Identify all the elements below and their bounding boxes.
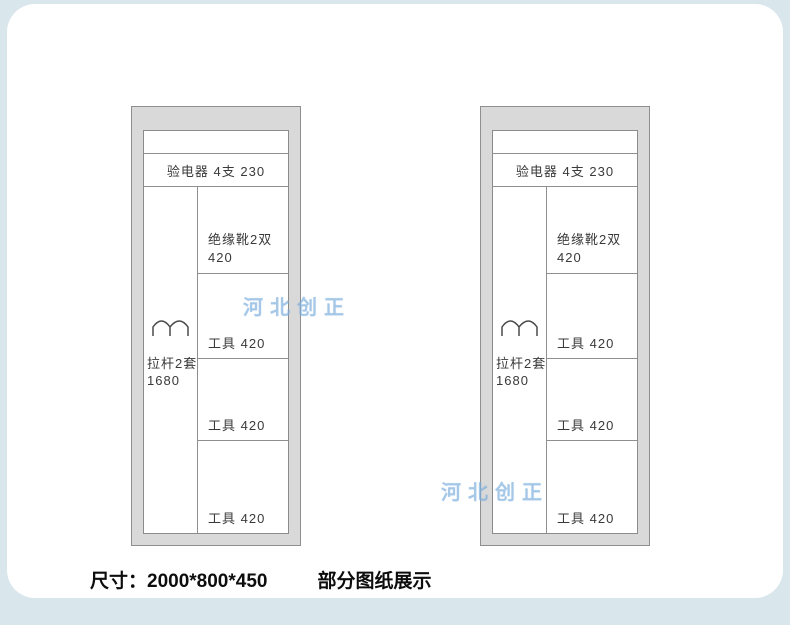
pull-rod-hook-icon: [151, 314, 190, 336]
tool-compartment: 工具 420: [198, 441, 288, 533]
dimensions-text: 尺寸：2000*800*450: [90, 571, 268, 592]
electroscope-shelf-label: 验电器 4支 230: [493, 154, 637, 187]
tool-compartment: 工具 420: [198, 274, 288, 359]
pull-rod-compartment: 拉杆2套 1680: [493, 187, 547, 533]
pull-rod-dimension: 1680: [496, 373, 529, 388]
note-text: 部分图纸展示: [317, 571, 432, 592]
boots-label: 绝缘靴2双: [557, 231, 622, 247]
cabinet-body: 拉杆2套 1680 绝缘靴2双 420 工具 420 工具 420: [493, 187, 637, 533]
boots-label: 绝缘靴2双: [208, 231, 273, 247]
tool-label: 工具 420: [557, 511, 615, 526]
pull-rod-name: 拉杆2套: [147, 356, 198, 371]
pull-rod-dimension: 1680: [147, 373, 180, 388]
tool-compartment: 工具 420: [547, 441, 637, 533]
boots-dimension: 420: [557, 249, 582, 265]
right-compartments: 绝缘靴2双 420 工具 420 工具 420 工具 420: [547, 187, 637, 533]
tool-compartment: 工具 420: [198, 359, 288, 441]
cabinet-diagram-1: 验电器 4支 230 拉杆2套 1680 绝缘靴2双 420: [131, 106, 301, 546]
tool-label: 工具 420: [208, 418, 266, 433]
caption: 尺寸：2000*800*450 部分图纸展示: [90, 566, 431, 593]
tool-label: 工具 420: [208, 511, 266, 526]
tool-compartment: 工具 420: [547, 274, 637, 359]
pull-rod-name: 拉杆2套: [496, 356, 547, 371]
content-card: [7, 4, 783, 598]
tool-compartment: 工具 420: [547, 359, 637, 441]
boots-compartment: 绝缘靴2双 420: [198, 187, 288, 274]
cabinet-interior: 验电器 4支 230 拉杆2套 1680 绝缘靴2双 420: [143, 130, 289, 534]
boots-dimension: 420: [208, 249, 233, 265]
pull-rod-label: 拉杆2套 1680: [147, 355, 197, 389]
cabinet-diagram-2: 验电器 4支 230 拉杆2套 1680 绝缘靴2双 420: [480, 106, 650, 546]
cabinet-top-gap: [493, 131, 637, 154]
tool-label: 工具 420: [208, 335, 266, 351]
pull-rod-compartment: 拉杆2套 1680: [144, 187, 198, 533]
pull-rod-label: 拉杆2套 1680: [496, 355, 546, 389]
cabinet-interior: 验电器 4支 230 拉杆2套 1680 绝缘靴2双 420: [492, 130, 638, 534]
tool-label: 工具 420: [557, 335, 615, 351]
boots-compartment: 绝缘靴2双 420: [547, 187, 637, 274]
pull-rod-hook-icon: [500, 314, 539, 336]
electroscope-shelf-label: 验电器 4支 230: [144, 154, 288, 187]
cabinet-top-gap: [144, 131, 288, 154]
cabinet-body: 拉杆2套 1680 绝缘靴2双 420 工具 420 工具 420: [144, 187, 288, 533]
right-compartments: 绝缘靴2双 420 工具 420 工具 420 工具 420: [198, 187, 288, 533]
tool-label: 工具 420: [557, 418, 615, 433]
